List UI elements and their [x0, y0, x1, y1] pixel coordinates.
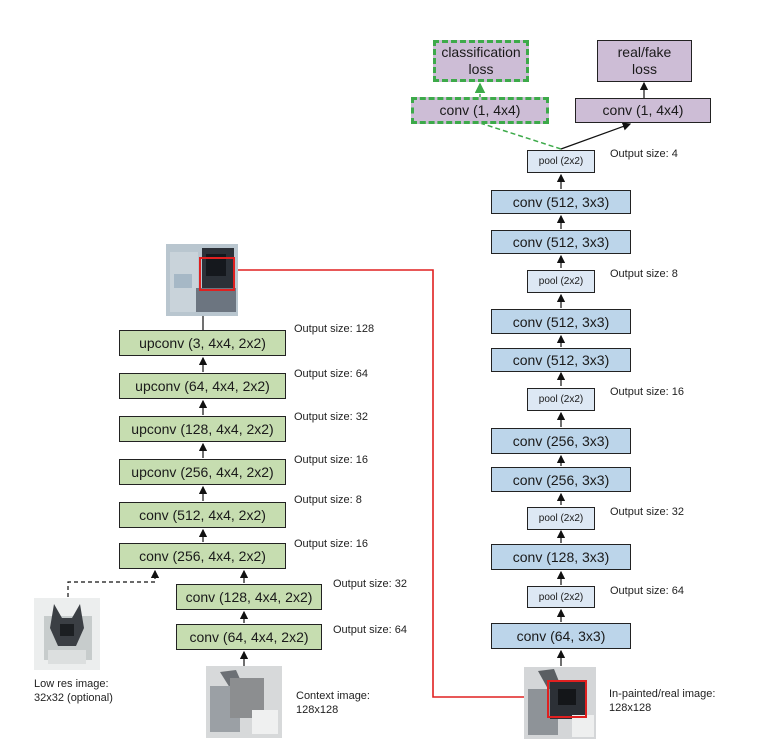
- context-layer-2: conv (64, 4x4, 2x2): [176, 624, 322, 650]
- realfake-loss-box: real/fake loss: [597, 40, 692, 82]
- disc-layer-2: conv (512, 3x3): [491, 190, 631, 214]
- realfake-line-2: loss: [632, 61, 657, 77]
- layer-label: conv (128, 4x4, 2x2): [185, 589, 313, 605]
- generator-layer-4: upconv (256, 4x4, 2x2): [119, 459, 286, 485]
- generator-layer-5: conv (512, 4x4, 2x2): [119, 502, 286, 528]
- layer-label: conv (256, 4x4, 2x2): [139, 548, 266, 564]
- classification-loss-box: classification loss: [433, 40, 529, 82]
- output-size-label: Output size: 8: [610, 268, 678, 280]
- low-res-caption-1: Low res image:: [34, 678, 109, 690]
- layer-label: upconv (128, 4x4, 2x2): [131, 421, 274, 437]
- context-caption-1: Context image:: [296, 690, 370, 702]
- layer-label: pool (2x2): [538, 591, 584, 603]
- generator-layer-1: upconv (3, 4x4, 2x2): [119, 330, 286, 356]
- output-size-label: Output size: 32: [610, 506, 684, 518]
- disc-layer-1: pool (2x2): [527, 150, 595, 173]
- red-connector: [232, 269, 533, 698]
- context-caption-2: 128x128: [296, 704, 339, 716]
- layer-label: conv (512, 3x3): [512, 352, 610, 368]
- output-size-label: Output size: 64: [333, 624, 407, 636]
- output-size-label: Output size: 64: [610, 585, 684, 597]
- layer-label: pool (2x2): [538, 513, 584, 524]
- output-size-label: Output size: 4: [610, 148, 678, 160]
- layer-label: conv (128, 3x3): [512, 549, 610, 565]
- layer-label: upconv (256, 4x4, 2x2): [131, 464, 274, 480]
- layer-label: conv (256, 3x3): [512, 433, 610, 449]
- generator-layer-6: conv (256, 4x4, 2x2): [119, 543, 286, 569]
- disc-layer-10: pool (2x2): [527, 507, 595, 530]
- layer-label: pool (2x2): [538, 276, 584, 287]
- output-size-label: Output size: 16: [610, 386, 684, 398]
- disc-layer-6: conv (512, 3x3): [491, 348, 631, 372]
- disc-layer-5: conv (512, 3x3): [491, 309, 631, 334]
- generator-layer-2: upconv (64, 4x4, 2x2): [119, 373, 286, 399]
- output-size-label: Output size: 16: [294, 538, 368, 550]
- realfake-line-1: real/fake: [617, 44, 672, 60]
- classification-line-1: classification: [441, 44, 521, 60]
- output-size-label: Output size: 64: [294, 368, 368, 380]
- output-size-label: Output size: 8: [294, 494, 362, 506]
- realfake-conv-box: conv (1, 4x4): [575, 98, 711, 123]
- disc-layer-13: conv (64, 3x3): [491, 623, 631, 649]
- discriminator-arrows: [556, 81, 649, 666]
- disc-layer-9: conv (256, 3x3): [491, 467, 631, 492]
- low-res-image: [34, 598, 100, 670]
- output-size-label: Output size: 32: [333, 578, 407, 590]
- classification-conv-box: conv (1, 4x4): [411, 97, 549, 124]
- inpainted-image: [524, 667, 596, 739]
- disc-layer-7: pool (2x2): [527, 388, 595, 411]
- layer-label: upconv (64, 4x4, 2x2): [135, 378, 270, 394]
- output-size-label: Output size: 32: [294, 411, 368, 423]
- output-size-label: Output size: 16: [294, 454, 368, 466]
- inpainted-caption-2: 128x128: [609, 702, 652, 714]
- layer-label: pool (2x2): [538, 394, 584, 405]
- generator-arrows: [198, 305, 249, 666]
- layer-label: conv (64, 3x3): [516, 628, 606, 644]
- low-res-dashed-connector: [67, 569, 160, 597]
- disc-layer-11: conv (128, 3x3): [491, 544, 631, 570]
- low-res-caption-2: 32x32 (optional): [34, 692, 113, 704]
- classification-dashed-connector: [479, 122, 562, 150]
- context-layer-1: conv (128, 4x4, 2x2): [176, 584, 322, 610]
- output-size-label: Output size: 128: [294, 323, 375, 335]
- layer-label: conv (64, 4x4, 2x2): [189, 629, 309, 645]
- inpainted-caption-1: In-painted/real image:: [609, 688, 716, 700]
- disc-layer-8: conv (256, 3x3): [491, 428, 631, 454]
- layer-label: conv (512, 4x4, 2x2): [139, 507, 266, 523]
- disc-layer-12: pool (2x2): [527, 586, 595, 608]
- layer-label: conv (256, 3x3): [512, 471, 610, 488]
- layer-label: conv (512, 3x3): [512, 313, 610, 330]
- generator-layer-3: upconv (128, 4x4, 2x2): [119, 416, 286, 442]
- layer-label: pool (2x2): [538, 156, 584, 167]
- layer-label: conv (512, 3x3): [512, 234, 610, 250]
- layer-label: conv (1, 4x4): [602, 102, 684, 118]
- disc-layer-3: conv (512, 3x3): [491, 230, 631, 254]
- layer-label: conv (512, 3x3): [512, 194, 610, 210]
- layer-label: conv (1, 4x4): [439, 102, 521, 118]
- generated-image: [166, 244, 238, 316]
- disc-layer-4: pool (2x2): [527, 270, 595, 293]
- context-image: [206, 666, 282, 738]
- layer-label: upconv (3, 4x4, 2x2): [139, 335, 266, 351]
- classification-line-2: loss: [468, 61, 494, 77]
